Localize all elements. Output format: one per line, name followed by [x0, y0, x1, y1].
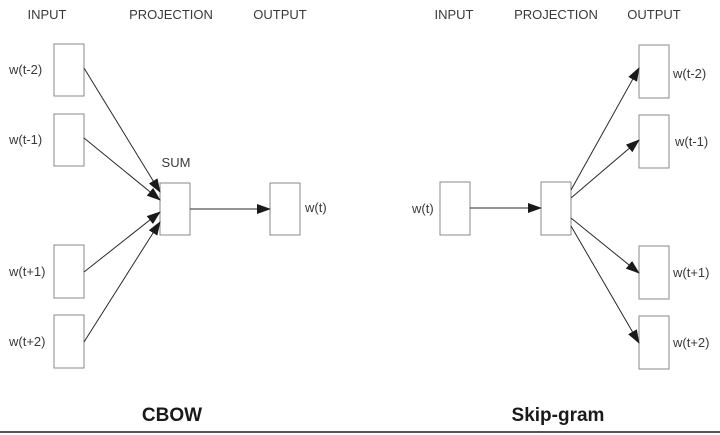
cbow-arrow-input-1 [83, 67, 161, 193]
skipgram-input-box [439, 181, 471, 236]
skipgram-output-box-4 [638, 315, 670, 370]
cbow-output-box [269, 182, 301, 236]
cbow-model: INPUT PROJECTION OUTPUT w(t-2) w(t-1) w(… [8, 7, 327, 426]
cbow-input-label-2: w(t-1) [8, 132, 42, 147]
cbow-header-input: INPUT [28, 7, 67, 22]
cbow-projection-label: SUM [162, 155, 191, 170]
skipgram-output-label-2: w(t-1) [674, 134, 708, 149]
skipgram-output-label-4: w(t+2) [672, 335, 709, 350]
skipgram-input-label: w(t) [411, 201, 434, 216]
skipgram-output-box-1 [638, 44, 670, 99]
skipgram-header-output: OUTPUT [627, 7, 681, 22]
skipgram-header-input: INPUT [435, 7, 474, 22]
cbow-input-box-1 [53, 43, 85, 97]
skipgram-header-projection: PROJECTION [514, 7, 598, 22]
cbow-input-label-4: w(t+2) [8, 334, 45, 349]
skipgram-output-box-3 [638, 245, 670, 300]
cbow-arrow-input-4 [83, 221, 161, 343]
cbow-input-label-1: w(t-2) [8, 62, 42, 77]
skipgram-output-box-2 [638, 114, 670, 169]
cbow-input-box-2 [53, 113, 85, 167]
skipgram-title: Skip-gram [512, 405, 605, 426]
cbow-input-label-3: w(t+1) [8, 264, 45, 279]
cbow-output-label: w(t) [304, 200, 327, 215]
skipgram-output-label-3: w(t+1) [672, 265, 709, 280]
skipgram-model: INPUT PROJECTION OUTPUT w(t) w(t-2) w(t-… [411, 7, 709, 426]
skipgram-arrow-output-2 [570, 139, 640, 199]
skipgram-projection-box [540, 181, 572, 236]
cbow-title: CBOW [142, 405, 202, 426]
cbow-input-box-4 [53, 314, 85, 369]
skipgram-arrow-output-4 [570, 225, 640, 344]
cbow-header-projection: PROJECTION [129, 7, 213, 22]
skipgram-output-label-1: w(t-2) [672, 66, 706, 81]
cbow-input-box-3 [53, 244, 85, 299]
cbow-arrow-input-3 [83, 211, 161, 273]
cbow-projection-box [159, 182, 191, 236]
skipgram-arrow-output-1 [570, 67, 640, 191]
cbow-header-output: OUTPUT [253, 7, 307, 22]
skipgram-arrow-output-3 [570, 217, 640, 274]
cbow-arrow-input-2 [83, 137, 161, 201]
